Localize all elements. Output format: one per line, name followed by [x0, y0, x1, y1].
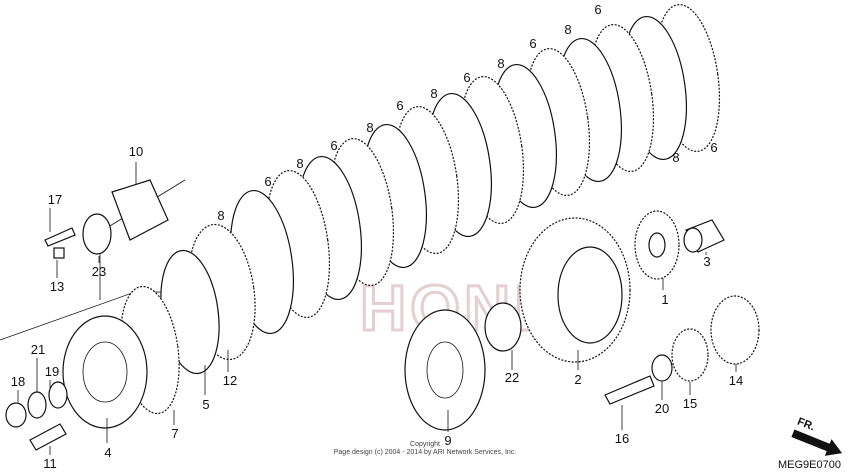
lifter-plate	[111, 179, 169, 241]
label-18: 18	[11, 374, 25, 389]
label-8b: 8	[296, 156, 303, 171]
label-17: 17	[48, 192, 62, 207]
label-16: 16	[615, 431, 629, 446]
part-number-labels: 1 2 3 4 5 6 6 6 6 6 6 6 7 8 8 8 8 8 8 8 …	[11, 2, 743, 471]
washer	[651, 354, 673, 382]
arrow-icon	[791, 429, 843, 456]
pressure-plate	[62, 315, 148, 429]
label-8c: 8	[366, 120, 373, 135]
label-6d: 6	[463, 70, 470, 85]
label-20: 20	[655, 401, 669, 416]
lock-nut	[5, 402, 27, 428]
diagram-code: MEG9E0700	[778, 459, 841, 471]
pressure-plate-hub	[82, 341, 128, 403]
clutch-plate-stack	[120, 4, 721, 415]
label-8e: 8	[497, 56, 504, 71]
lifter-rod	[29, 423, 67, 451]
label-1: 1	[661, 292, 668, 307]
label-6g: 6	[710, 140, 717, 155]
lock-washer	[671, 328, 709, 382]
front-direction-arrow: FR.	[791, 416, 843, 456]
label-7: 7	[171, 426, 178, 441]
label-13: 13	[50, 279, 64, 294]
label-9: 9	[444, 433, 451, 448]
washer-21	[27, 391, 47, 419]
label-12: 12	[223, 373, 237, 388]
label-2: 2	[574, 372, 581, 387]
clutch-center-boss	[426, 341, 464, 399]
bearing	[82, 213, 112, 255]
flange-bolt	[604, 375, 655, 405]
label-10: 10	[129, 144, 143, 159]
label-6b: 6	[330, 138, 337, 153]
label-4: 4	[104, 445, 111, 460]
copyright-line-1: Copyright	[410, 441, 440, 448]
label-5: 5	[202, 397, 209, 412]
label-8a: 8	[217, 208, 224, 223]
sprocket-bore	[648, 232, 666, 258]
washer-19	[48, 381, 68, 409]
label-8g: 8	[672, 150, 679, 165]
label-6f: 6	[594, 2, 601, 17]
copyright-line-2: Page design (c) 2004 - 2014 by ARI Netwo…	[334, 449, 517, 456]
label-8d: 8	[430, 86, 437, 101]
label-11: 11	[43, 456, 57, 471]
label-22: 22	[505, 370, 519, 385]
label-21: 21	[31, 342, 45, 357]
label-6e: 6	[529, 36, 536, 51]
clutch-center	[404, 309, 486, 431]
thrust-washer	[484, 302, 522, 352]
dowel-pin	[53, 247, 65, 259]
bolt	[44, 227, 76, 247]
collar-end	[683, 227, 703, 253]
label-19: 19	[45, 364, 59, 379]
label-6a: 6	[264, 174, 271, 189]
label-8f: 8	[564, 22, 571, 37]
leader-lines	[17, 162, 737, 455]
fr-label: FR.	[796, 416, 817, 434]
clutch-outer-center	[557, 246, 623, 344]
label-14: 14	[729, 373, 743, 388]
label-3: 3	[703, 254, 710, 269]
label-23: 23	[92, 264, 106, 279]
label-6c: 6	[396, 98, 403, 113]
primary-drive-gear	[710, 295, 760, 365]
label-15: 15	[683, 396, 697, 411]
